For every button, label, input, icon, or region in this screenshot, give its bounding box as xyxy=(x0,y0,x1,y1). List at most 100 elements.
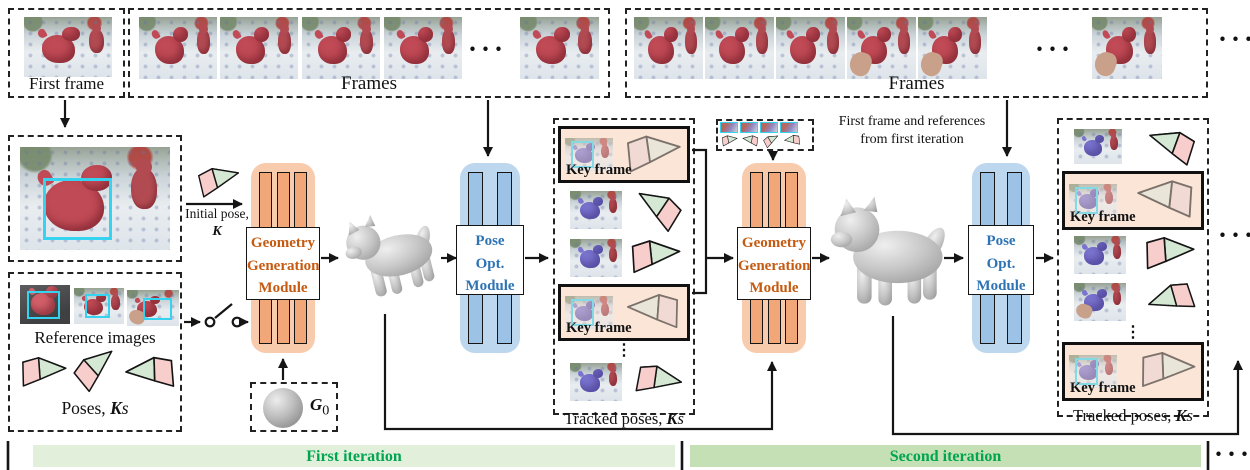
top-right-ellipsis: ··· xyxy=(1218,24,1250,54)
frame-thumbnail xyxy=(1092,17,1162,79)
frames-label-1: Frames xyxy=(341,73,397,94)
camera-pose-icon xyxy=(721,135,738,147)
keyframe-row: Key frame xyxy=(1062,171,1204,230)
frame-thumbnail xyxy=(634,17,703,79)
frames-ellipsis: ··· xyxy=(1035,34,1075,64)
bottom-right-ellipsis: ··· xyxy=(1214,439,1250,469)
reference-image xyxy=(74,288,124,324)
keyframe-label: Key frame xyxy=(1070,380,1136,396)
keyframe-label: Key frame xyxy=(1070,209,1136,225)
mini-frame-thumbnail xyxy=(760,122,778,133)
frame-pose-row xyxy=(1062,277,1204,325)
keyframe-label: Key frame xyxy=(566,320,632,336)
frame-thumbnail xyxy=(139,17,217,79)
first-iter-references-box xyxy=(716,119,814,151)
generated-mesh-1 xyxy=(345,214,435,297)
camera-pose-icon xyxy=(762,133,781,149)
reference-images-label: Reference images xyxy=(34,328,156,347)
frame-thumbnail xyxy=(302,17,380,79)
initial-geometry-box: G0 xyxy=(250,382,338,432)
frame-thumbnail xyxy=(1074,236,1126,274)
second-iteration-bar: Second iteration xyxy=(690,445,1201,467)
initial-pose-label: Initial pose, K xyxy=(185,206,249,239)
mini-thumbnails-row xyxy=(718,121,812,134)
frame-thumbnail xyxy=(570,363,622,401)
detection-bbox xyxy=(42,177,112,240)
poses-label: Poses, Ks xyxy=(61,398,129,418)
first-frame-thumbnail xyxy=(24,17,112,77)
frame-thumbnail xyxy=(220,17,298,79)
camera-pose-icon xyxy=(783,133,802,148)
frame-pose-row xyxy=(1062,124,1204,169)
g0-label: G0 xyxy=(310,395,330,419)
tracked-poses-label-1: Tracked poses, Ks xyxy=(564,409,684,428)
mini-poses-row xyxy=(718,133,812,149)
tracked-poses-label-2: Tracked poses, Ks xyxy=(1073,406,1193,425)
vertical-ellipsis-row: ⋮ xyxy=(1062,323,1204,341)
current-frame-box xyxy=(8,135,182,262)
vertical-ellipsis-row: ⋮ xyxy=(558,341,690,359)
tracked-poses-box-2: Key frame ⋮ Key frame Tracked poses, Ks xyxy=(1057,118,1209,425)
vertical-ellipsis: ⋮ xyxy=(616,341,632,359)
camera-pose-icon xyxy=(632,360,685,404)
first-frame-label: First frame xyxy=(28,74,105,93)
first-iteration-bar: First iteration xyxy=(33,445,675,467)
initial-geometry-sphere xyxy=(263,388,303,428)
frame-pose-row xyxy=(558,358,690,406)
current-frame-image xyxy=(20,147,170,250)
keyframe-row: Key frame xyxy=(1062,342,1204,401)
frames-strip-1: ··· Frames xyxy=(128,8,610,98)
reference-image xyxy=(20,285,70,324)
frame-thumbnail xyxy=(570,239,622,277)
initial-pose-icon xyxy=(197,165,242,198)
camera-pose-icon xyxy=(626,291,681,333)
reference-box: Reference images Poses, Ks xyxy=(8,272,182,432)
camera-pose-icon xyxy=(123,353,178,396)
frame-thumbnail xyxy=(520,17,599,79)
mini-frame-thumbnail xyxy=(780,122,798,133)
toy-dog-background xyxy=(89,23,105,53)
camera-pose-icon xyxy=(742,135,759,147)
frame-thumbnail xyxy=(776,17,845,79)
frame-thumbnail xyxy=(847,17,916,79)
keyframe-thumbnail xyxy=(565,138,613,171)
reference-image xyxy=(127,290,179,326)
mini-frame-thumbnail xyxy=(720,122,738,133)
frame-thumbnail xyxy=(1074,282,1126,321)
frames-label-2: Frames xyxy=(888,73,945,94)
frame-pose-row xyxy=(1062,232,1204,278)
camera-pose-icon xyxy=(1138,349,1197,394)
camera-pose-icon xyxy=(1136,179,1195,222)
keyframe-row: Key frame xyxy=(558,284,690,341)
frame-pose-row xyxy=(558,234,690,282)
toy-dog xyxy=(41,26,81,63)
frames-ellipsis: ··· xyxy=(468,34,508,64)
frame-thumbnail xyxy=(918,17,987,79)
keyframe-label: Key frame xyxy=(566,162,632,178)
camera-pose-icon xyxy=(1143,235,1196,274)
frames-strip-2: ··· Frames xyxy=(625,8,1208,98)
frame-thumbnail xyxy=(570,190,622,229)
frame-thumbnail xyxy=(384,17,462,79)
tracked-poses-box-1: Key frame Key frame ⋮ Tracked poses, Ks xyxy=(553,118,695,428)
mid-right-ellipsis: ··· xyxy=(1218,220,1250,250)
first-frame-box: First frame xyxy=(8,8,125,98)
camera-pose-icon xyxy=(630,239,681,277)
keyframe-thumbnail xyxy=(1069,184,1117,217)
keyframe-row: Key frame xyxy=(558,126,690,183)
vertical-ellipsis: ⋮ xyxy=(1125,323,1141,341)
camera-pose-icon xyxy=(1144,277,1199,325)
camera-pose-icon xyxy=(629,185,685,233)
camera-pose-icon xyxy=(19,355,68,391)
generated-mesh-2 xyxy=(830,196,945,306)
